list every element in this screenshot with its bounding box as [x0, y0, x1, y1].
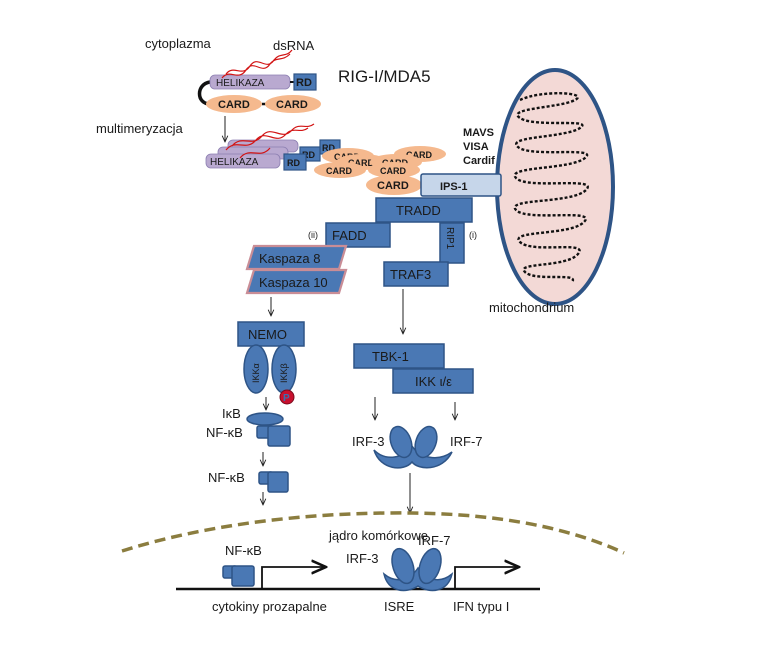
nfkb-label-2: NF-κB	[208, 470, 245, 485]
irf-dimer-cytoplasm	[373, 425, 453, 469]
cytoplasm-label: cytoplazma	[145, 36, 212, 51]
ikke-label: IKK ι/ε	[415, 374, 452, 389]
multimerization-label: multimeryzacja	[96, 121, 183, 136]
rig-i-multimer: HELIKAZA RD RD RD CARD CARD CARD CARD CA…	[205, 123, 446, 178]
tradd-protein	[375, 197, 473, 223]
rd-label: RD	[296, 77, 312, 89]
ips1-label: IPS-1	[440, 181, 468, 193]
kaspaza8-label: Kaspaza 8	[259, 251, 320, 266]
rd-domain	[293, 73, 317, 91]
tradd-label: TRADD	[396, 203, 441, 218]
irf-dimer-nucleus	[382, 547, 454, 592]
ikke-protein	[392, 368, 474, 394]
isre-label: ISRE	[384, 599, 415, 614]
rip1-label: RIP1	[444, 227, 455, 250]
helikaza-multimer-label: HELIKAZA	[210, 157, 259, 168]
traf3-protein	[383, 261, 449, 287]
mitochondrion-cristae	[513, 92, 589, 283]
ifn-label: IFN typu I	[453, 599, 509, 614]
ikka-label: IKKα	[251, 363, 261, 383]
kaspaza10-label: Kaspaza 10	[259, 275, 328, 290]
helikaza-label: HELIKAZA	[216, 78, 265, 89]
rip1-protein	[439, 222, 465, 264]
cardif-label: Cardif	[463, 155, 495, 167]
nemo-protein	[237, 321, 305, 347]
nemo-label: NEMO	[248, 327, 287, 342]
tbk1-protein	[353, 343, 445, 369]
card-multimer-label-3: CARD	[348, 158, 374, 168]
path-i-label: (i)	[469, 230, 477, 240]
nfkb-free-subunit-2	[267, 471, 289, 493]
nuclear-envelope	[121, 511, 625, 555]
rig-i-monomer: HELIKAZA RD CARD CARD	[197, 49, 321, 113]
cytokine-label: cytokiny prozapalne	[212, 599, 327, 614]
rig-mda5-label: RIG-I/MDA5	[338, 67, 431, 86]
card-label-2: CARD	[276, 99, 308, 111]
dsrna-multimer	[225, 123, 315, 159]
ifn-transcription-arrow	[454, 567, 519, 589]
irf7-label-cyto: IRF-7	[450, 434, 483, 449]
dsrna-label: dsRNA	[273, 38, 315, 53]
nfkb-nuclear-subunit-2	[231, 565, 255, 587]
mitochondrion: mitochondrium	[489, 68, 615, 315]
card-domain-1	[206, 95, 262, 113]
nucleus-label: jądro komórkowe	[328, 528, 428, 543]
rd-label-multimer-3: RD	[287, 158, 300, 168]
mavs-label: MAVS	[463, 127, 494, 139]
kaspaza10-protein	[245, 268, 348, 295]
ips1-protein	[420, 173, 502, 197]
card-label-1: CARD	[218, 99, 250, 111]
rd-label-multimer-1: RD	[322, 143, 335, 153]
tbk1-label: TBK-1	[372, 349, 409, 364]
ikkb-label: IKKβ	[279, 363, 289, 383]
nfkb-label-1: NF-κB	[206, 425, 243, 440]
fadd-protein	[325, 222, 391, 248]
dsrna-strand	[221, 49, 293, 79]
rd-label-multimer-2: RD	[302, 150, 315, 160]
cytokine-transcription-arrow	[261, 567, 326, 589]
card-ips1-label: CARD	[377, 180, 409, 192]
fadd-label: FADD	[332, 228, 367, 243]
ikb-protein	[246, 412, 284, 426]
path-ii-label: (ii)	[308, 230, 318, 240]
traf3-label: TRAF3	[390, 267, 431, 282]
phosphate-icon	[279, 389, 295, 405]
visa-label: VISA	[463, 141, 489, 153]
card-multimer-label-6: CARD	[380, 166, 406, 176]
mitochondrion-label: mitochondrium	[489, 300, 574, 315]
ikka-protein	[243, 344, 269, 394]
card-multimer-label-2: CARD	[406, 150, 432, 160]
nfkb-nuclear-label: NF-κB	[225, 543, 262, 558]
helikaza-domain-multimer	[205, 153, 281, 169]
irf3-label-nucleus: IRF-3	[346, 551, 379, 566]
card-multimer-label-5: CARD	[326, 166, 352, 176]
mitochondrion-outer-membrane	[495, 68, 615, 306]
irf7-label-nucleus: IRF-7	[418, 533, 451, 548]
ikb-label: IκB	[222, 406, 241, 421]
card-ips1-bound	[366, 175, 422, 195]
irf3-label-cyto: IRF-3	[352, 434, 385, 449]
card-domain-2	[265, 95, 321, 113]
nfkb-subunit-2	[267, 425, 291, 447]
phosphate-label: P	[283, 393, 290, 404]
